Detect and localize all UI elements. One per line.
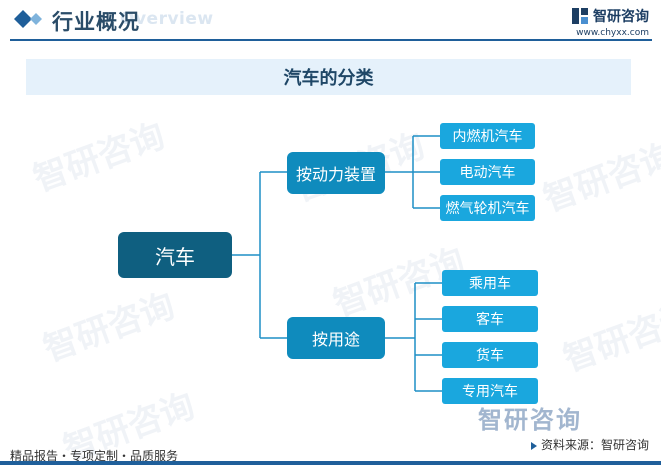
brand-logo-icon <box>572 8 588 24</box>
watermark-logo: 智研咨询 <box>478 406 582 434</box>
header-english-subtitle: Overview <box>120 9 214 29</box>
footer-bar <box>0 461 661 465</box>
header-divider <box>10 39 652 41</box>
root-node: 汽车 <box>118 232 232 278</box>
brand-name: 智研咨询 <box>593 9 649 25</box>
leaf-node: 客车 <box>442 306 538 332</box>
footer-source: 资料来源：智研咨询 <box>530 436 649 453</box>
header-title: 行业概况 <box>52 10 140 34</box>
header: Overview 行业概况 智研咨询 www.chyxx.com <box>0 0 661 44</box>
leaf-node: 专用汽车 <box>442 378 538 404</box>
source-text: 资料来源：智研咨询 <box>540 438 649 452</box>
leaf-node: 货车 <box>442 342 538 368</box>
chart-title: 汽车的分类 <box>283 68 374 89</box>
footer-slogan: 精品报告・专项定制・品质服务 <box>10 449 179 463</box>
leaf-node: 燃气轮机汽车 <box>440 195 535 221</box>
small-diamond-icon <box>30 13 42 25</box>
branch-node-usage: 按用途 <box>287 317 385 359</box>
brand: 智研咨询 www.chyxx.com <box>571 6 649 38</box>
chart-title-bar: 汽车的分类 <box>26 59 631 95</box>
diamond-icon <box>14 10 32 28</box>
leaf-node: 电动汽车 <box>440 159 535 185</box>
branch-node-power: 按动力装置 <box>287 152 385 194</box>
triangle-icon <box>530 441 537 450</box>
footer: 精品报告・专项定制・品质服务 资料来源：智研咨询 <box>0 436 661 465</box>
leaf-node: 内燃机汽车 <box>440 123 535 149</box>
brand-url: www.chyxx.com <box>576 28 649 38</box>
leaf-node: 乘用车 <box>442 270 538 296</box>
